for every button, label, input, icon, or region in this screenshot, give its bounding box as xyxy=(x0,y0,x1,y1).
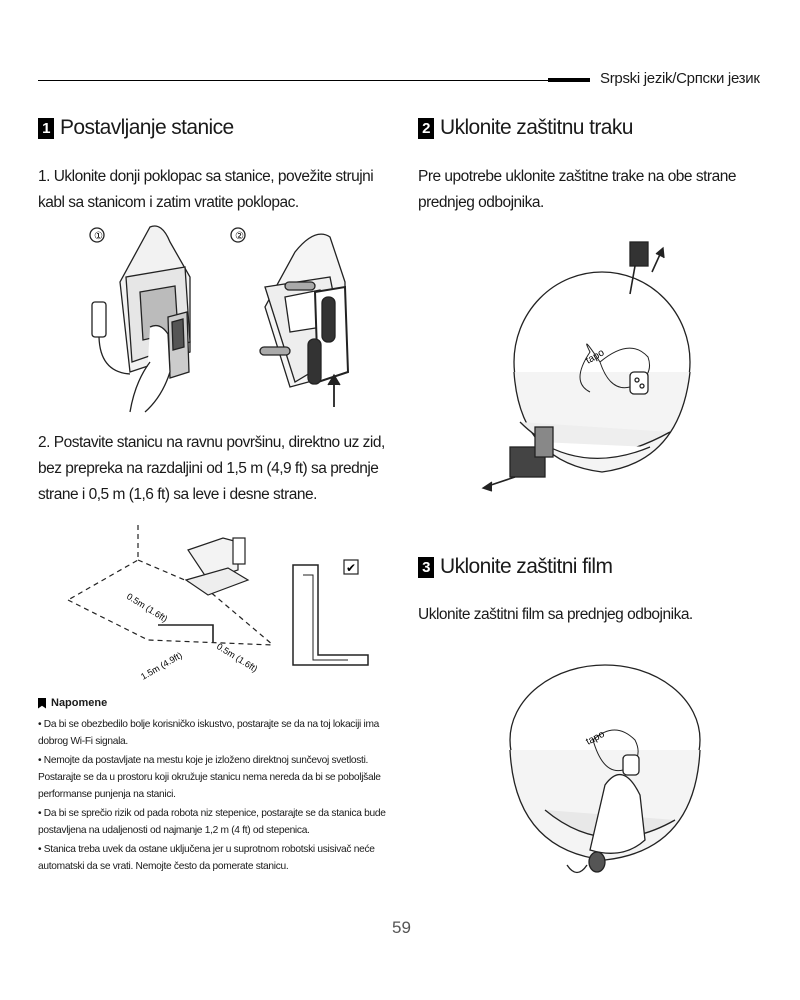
note-item: • Da bi se sprečio rizik od pada robota … xyxy=(38,808,386,836)
step-1-text: 1. Uklonite donji poklopac sa stanice, p… xyxy=(38,168,374,211)
section-number-badge: 3 xyxy=(418,556,434,578)
section-2-title: Uklonite zaštitnu traku xyxy=(440,116,633,139)
language-label: Srpski jezik/Српски језик xyxy=(600,70,760,87)
section-1-heading: 1 Postavljanje stanice xyxy=(38,116,234,140)
robot-tape-illustration: tapo xyxy=(481,241,691,492)
note-item: • Nemojte da postavljate na mestu koje j… xyxy=(38,755,381,800)
section-number-badge: 1 xyxy=(38,117,54,139)
check-icon: ✔ xyxy=(346,561,356,575)
section-3-heading: 3 Uklonite zaštitni film xyxy=(418,555,613,579)
robot-film-illustration: tapo xyxy=(509,664,701,874)
header-rule-accent xyxy=(548,78,590,82)
page-number: 59 xyxy=(392,918,411,937)
header-rule xyxy=(38,80,548,81)
section-3-text: Uklonite zaštitni film sa prednjeg odboj… xyxy=(418,606,693,623)
clearance-front-label: 1.5m (4.9ft) xyxy=(139,650,184,682)
note-item: • Da bi se obezbedilo bolje korisničko i… xyxy=(38,719,380,747)
bookmark-icon xyxy=(38,697,46,709)
section-3-title: Uklonite zaštitni film xyxy=(440,555,613,578)
step-2-text: 2. Postavite stanicu na ravnu površinu, … xyxy=(38,434,385,503)
clearance-left-label: 0.5m (1.6ft) xyxy=(125,591,169,624)
step-marker-1: ① xyxy=(94,231,103,242)
step-marker-2: ② xyxy=(235,231,244,242)
section-2-heading: 2 Uklonite zaštitnu traku xyxy=(418,116,633,140)
section-number-badge: 2 xyxy=(418,117,434,139)
note-item: • Stanica treba uvek da ostane uključena… xyxy=(38,844,375,872)
notes-header: Napomene xyxy=(38,697,107,709)
notes-list: • Da bi se obezbedilo bolje korisničko i… xyxy=(38,716,408,877)
section-2-text: Pre upotrebe uklonite zaštitne trake na … xyxy=(418,168,736,211)
section-1-title: Postavljanje stanice xyxy=(60,116,234,139)
clearance-right-label: 0.5m (1.6ft) xyxy=(215,641,259,674)
notes-title: Napomene xyxy=(51,697,108,709)
placement-clearance-diagram: 0.5m (1.6ft) 0.5m (1.6ft) 1.5m (4.9ft) ✔ xyxy=(67,525,369,682)
station-cover-illustration: ① ② xyxy=(89,225,350,413)
